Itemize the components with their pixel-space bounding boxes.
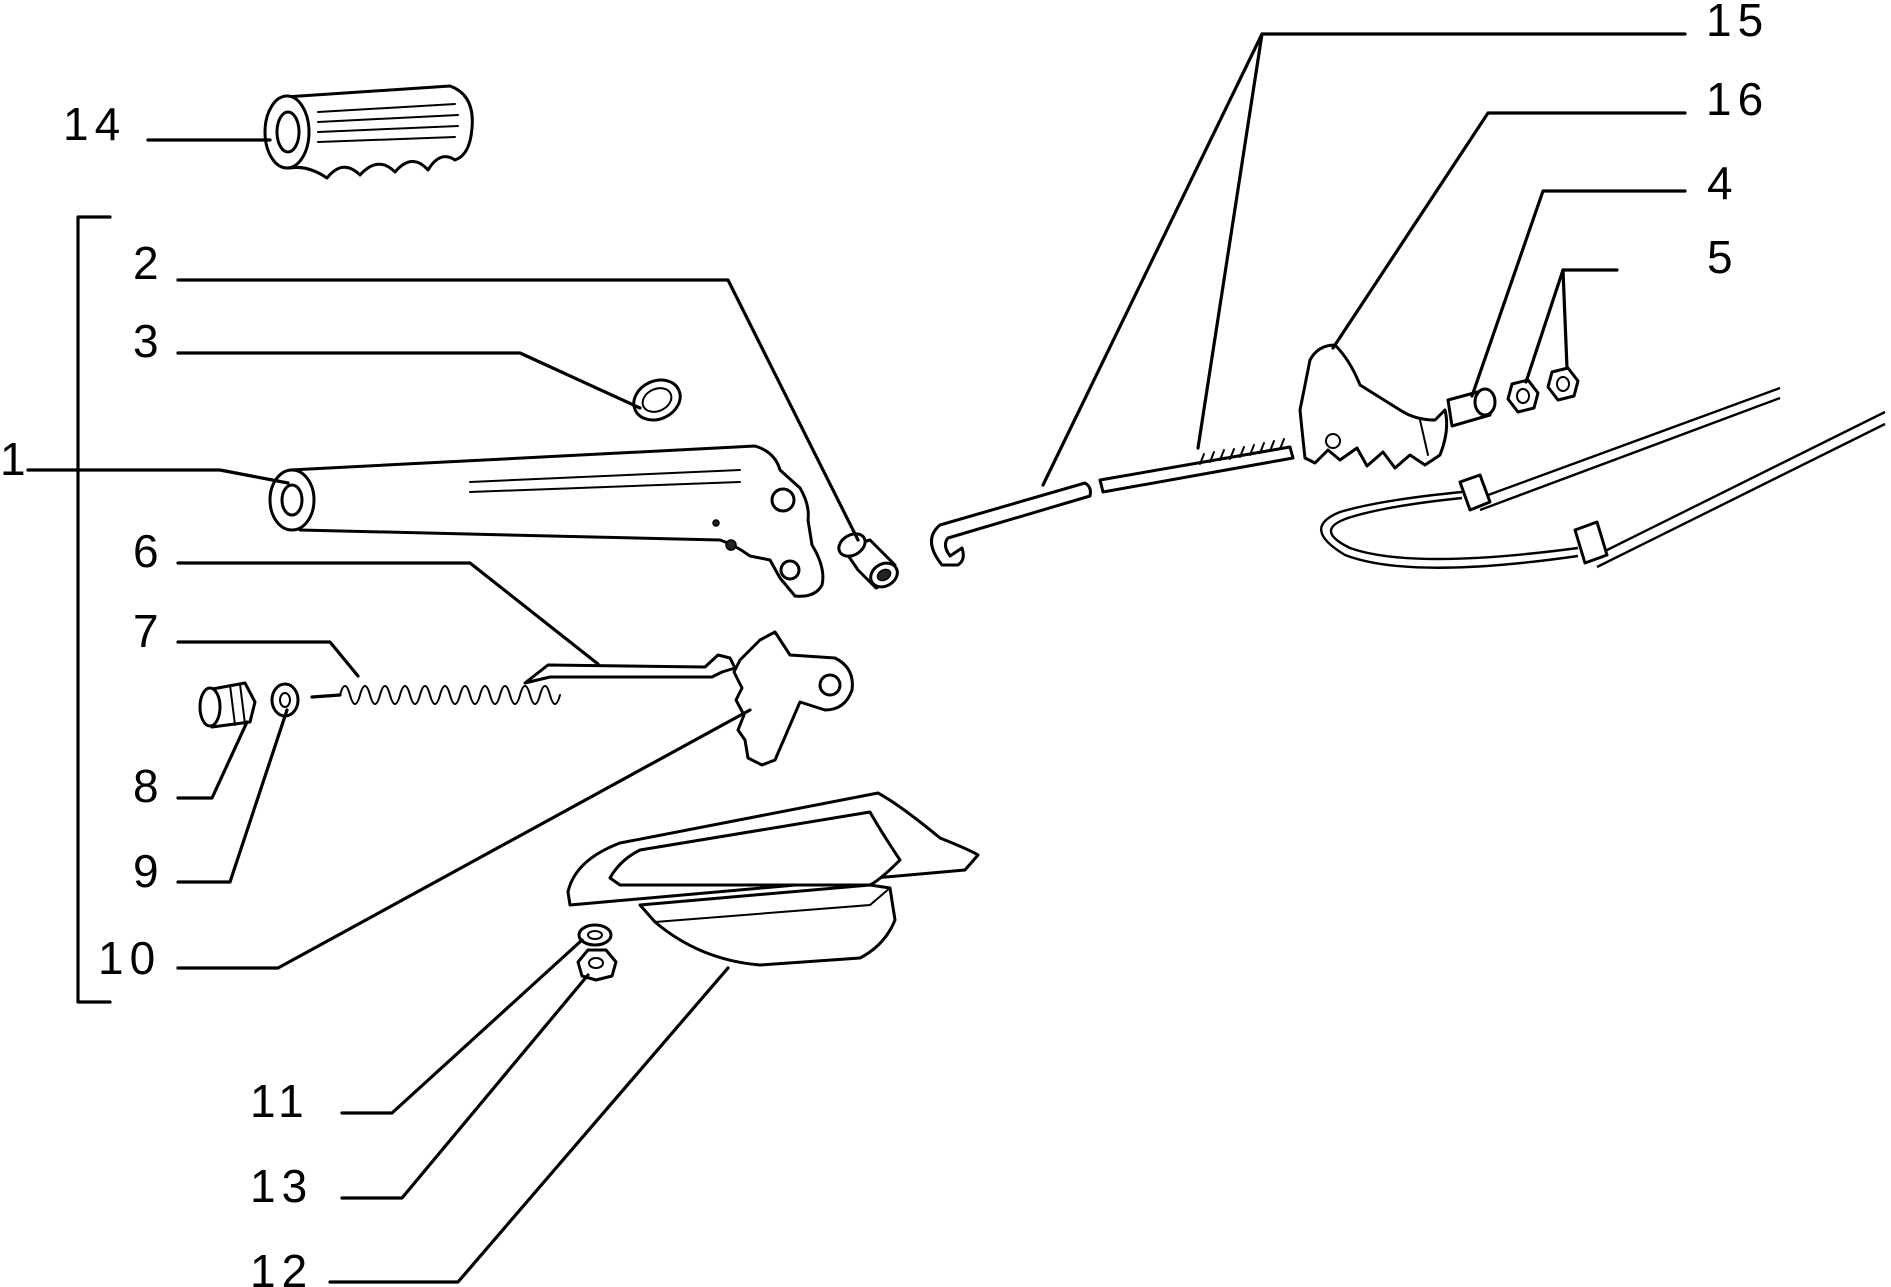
part-2-pin-bushing [837, 532, 899, 590]
part-12-boot-cover [566, 791, 980, 967]
part-6-pawl-rod [523, 653, 737, 685]
label-10: 10 [98, 932, 161, 984]
part-15-hook-rod [930, 481, 1092, 567]
part-11-washer [577, 923, 613, 947]
label-3: 3 [133, 315, 165, 367]
part-14-grip [263, 84, 474, 180]
part-16-equalizer-bracket [1298, 343, 1449, 470]
label-15: 15 [1706, 0, 1769, 46]
part-5-nut-a [1506, 378, 1540, 414]
rear-brake-cables [1320, 386, 1886, 569]
part-7-spring [310, 685, 561, 705]
label-6: 6 [133, 525, 165, 577]
label-13: 13 [250, 1160, 313, 1212]
label-5: 5 [1707, 231, 1739, 283]
label-8: 8 [133, 760, 165, 812]
part-13-nut [576, 948, 618, 982]
leader-lines [26, 32, 1687, 1284]
assembly-bracket [76, 215, 112, 1004]
part-8-cap-nut [198, 681, 257, 729]
part-4-spacer [1446, 387, 1497, 428]
label-1: 1 [0, 433, 32, 485]
part-5-nut-b [1546, 366, 1580, 402]
part-3-clip-ring [632, 378, 682, 422]
part-1-hand-lever [268, 444, 825, 598]
label-7: 7 [133, 605, 165, 657]
part-15-threaded-rod [1098, 438, 1295, 494]
label-14: 14 [63, 98, 126, 150]
label-11: 11 [250, 1075, 310, 1127]
callout-labels: 14 2 3 1 6 7 8 9 10 11 13 12 15 16 4 5 [0, 0, 1769, 1287]
part-10-ratchet-sector [732, 630, 854, 767]
label-4: 4 [1707, 157, 1739, 209]
label-12: 12 [250, 1245, 313, 1287]
label-9: 9 [133, 845, 165, 897]
label-2: 2 [133, 237, 165, 289]
label-16: 16 [1706, 73, 1769, 125]
